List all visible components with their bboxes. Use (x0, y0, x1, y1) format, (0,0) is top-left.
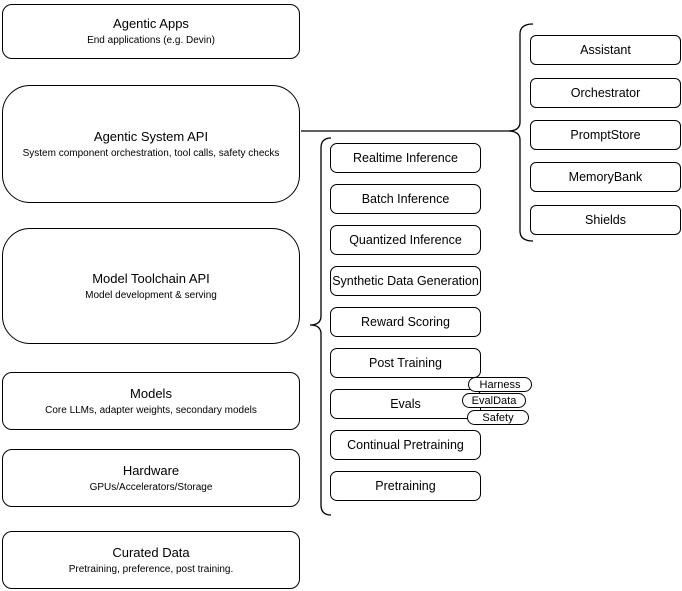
tag-harness: Harness (468, 377, 532, 392)
node-title: Models (130, 385, 172, 401)
node-hardware: Hardware GPUs/Accelerators/Storage (2, 449, 300, 507)
node-evals: Evals (330, 389, 481, 419)
node-reward-scoring: Reward Scoring (330, 307, 481, 337)
node-subtitle: Core LLMs, adapter weights, secondary mo… (45, 404, 257, 416)
node-post-training: Post Training (330, 348, 481, 378)
node-batch-inference: Batch Inference (330, 184, 481, 214)
brace-toolchain-components (309, 137, 332, 516)
node-title: Hardware (122, 462, 180, 478)
node-orchestrator: Orchestrator (530, 78, 681, 108)
node-promptstore: PromptStore (530, 120, 681, 150)
tag-safety: Safety (467, 410, 529, 425)
node-title: Curated Data (112, 544, 190, 560)
node-agentic-apps: Agentic Apps End applications (e.g. Devi… (2, 4, 300, 59)
node-models: Models Core LLMs, adapter weights, secon… (2, 372, 300, 430)
node-title: Model Toolchain API (92, 270, 210, 286)
node-continual-pretraining: Continual Pretraining (330, 430, 481, 460)
node-realtime-inference: Realtime Inference (330, 143, 481, 173)
node-memorybank: MemoryBank (530, 162, 681, 192)
node-quantized-inference: Quantized Inference (330, 225, 481, 255)
node-title: Agentic Apps (113, 16, 189, 31)
node-agentic-system-api: Agentic System API System component orch… (2, 85, 300, 203)
node-assistant: Assistant (530, 35, 681, 65)
tag-evaldata: EvalData (462, 393, 526, 408)
node-shields: Shields (530, 205, 681, 235)
node-subtitle: Pretraining, preference, post training. (68, 563, 234, 575)
node-subtitle: GPUs/Accelerators/Storage (89, 481, 213, 493)
node-title: Agentic System API (93, 128, 209, 144)
node-subtitle: Model development & serving (85, 289, 217, 301)
node-curated-data: Curated Data Pretraining, preference, po… (2, 531, 300, 589)
node-synthetic-data-generation: Synthetic Data Generation (330, 266, 481, 296)
node-subtitle: System component orchestration, tool cal… (22, 147, 280, 159)
node-subtitle: End applications (e.g. Devin) (87, 35, 215, 46)
node-pretraining: Pretraining (330, 471, 481, 501)
node-model-toolchain-api: Model Toolchain API Model development & … (2, 228, 300, 344)
